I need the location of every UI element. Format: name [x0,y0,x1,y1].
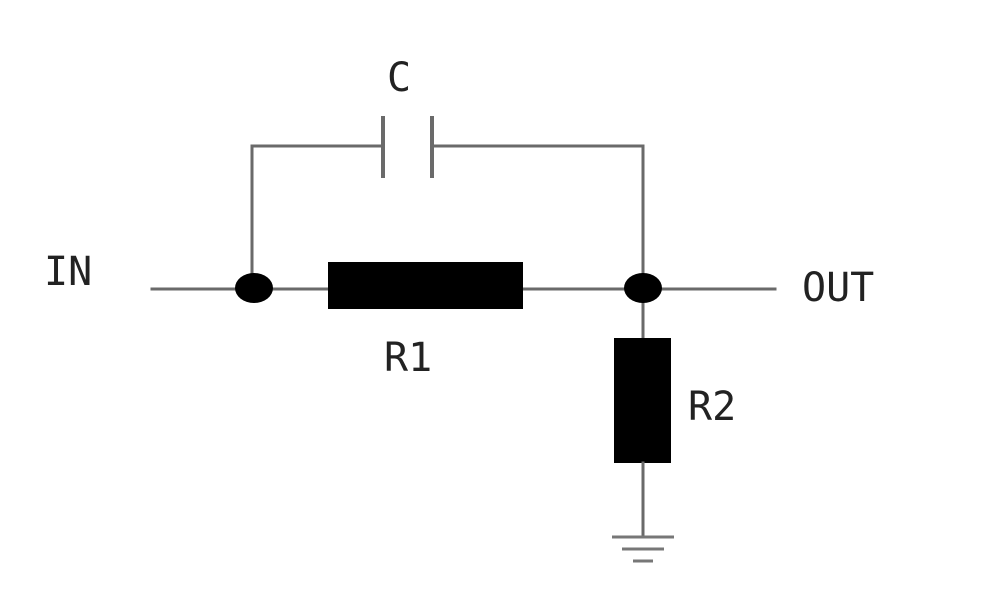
resistor-r1-label: R1 [384,335,433,381]
output-junction-node [624,273,662,303]
input-junction-node [235,273,273,303]
ground-icon [612,535,674,563]
resistor-r2 [614,338,671,463]
input-label: IN [44,249,93,295]
capacitor-label: C [387,55,412,101]
resistor-r1 [328,262,523,309]
output-label: OUT [802,265,875,311]
resistor-r2-label: R2 [688,384,737,430]
